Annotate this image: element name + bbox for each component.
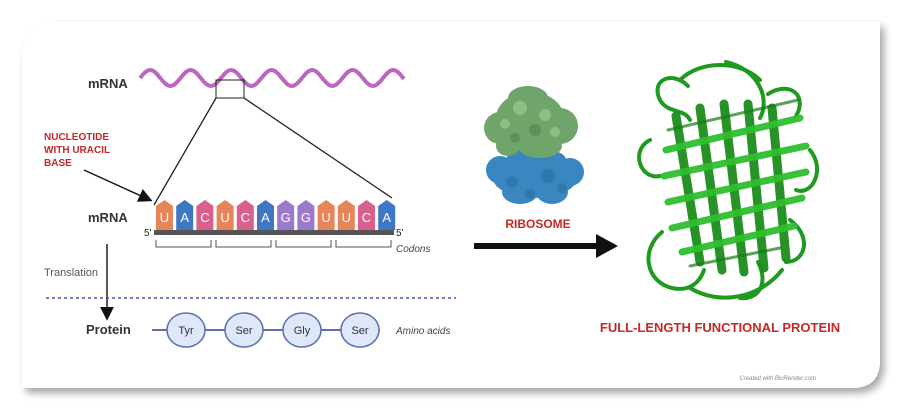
translation-label: Translation — [44, 267, 98, 279]
mrna-top-label: mRNA — [88, 76, 128, 91]
zoom-line-left — [153, 97, 217, 206]
mrna-backbone — [154, 230, 394, 235]
nucleotide-label-line3: BASE — [44, 158, 72, 169]
amino-acid-1: Tyr — [166, 312, 206, 348]
ribosome-label: RIBOSOME — [505, 217, 570, 231]
nucleotide-9: U — [317, 200, 335, 230]
nucleotide-base: A — [382, 210, 391, 225]
nucleotide-base: G — [301, 210, 311, 225]
codon-bracket — [335, 240, 392, 248]
nucleotide-base: C — [200, 210, 209, 225]
nucleotide-block — [337, 200, 355, 230]
nucleotide-block — [196, 200, 214, 230]
nucleotide-block — [358, 200, 375, 230]
nucleotide-block — [156, 200, 173, 230]
process-arrow-head — [596, 234, 618, 258]
protein-label: Protein — [86, 322, 131, 337]
codons-label: Codons — [396, 244, 430, 255]
amino-acid-bead — [282, 312, 322, 348]
amino-acid-bead — [340, 312, 380, 348]
mrna-wave — [138, 67, 406, 89]
nucleotide-6: A — [257, 200, 274, 230]
full-length-protein-label: FULL-LENGTH FUNCTIONAL PROTEIN — [600, 320, 840, 335]
nucleotide-arrow — [83, 169, 153, 202]
nucleotide-4: U — [216, 200, 234, 230]
nucleotide-block — [297, 200, 315, 230]
amino-acid-bead — [224, 312, 264, 348]
nucleotide-label-line1: NUCLEOTIDE — [44, 132, 109, 143]
nucleotide-base: U — [160, 210, 169, 225]
five-prime-right: 5' — [396, 228, 404, 239]
nucleotide-block — [257, 200, 274, 230]
nucleotide-block — [176, 200, 194, 230]
nucleotide-10: U — [337, 200, 355, 230]
nucleotide-base: C — [241, 210, 250, 225]
nucleotide-base: G — [281, 210, 291, 225]
nucleotide-7: G — [277, 200, 295, 230]
nucleotide-block — [378, 200, 396, 230]
amino-acid-name: Tyr — [178, 325, 194, 337]
nucleotide-block — [317, 200, 335, 230]
nucleotide-base: U — [321, 210, 330, 225]
nucleotide-3: C — [196, 200, 214, 230]
codon-bracket — [215, 240, 272, 248]
amino-acid-name: Ser — [235, 325, 252, 337]
amino-acid-name: Ser — [351, 325, 368, 337]
nucleotide-2: A — [176, 200, 194, 230]
nucleotide-block — [216, 200, 234, 230]
nucleotide-8: G — [297, 200, 315, 230]
five-prime-left: 5' — [144, 228, 152, 239]
zoom-box — [215, 79, 245, 99]
nucleotide-5: C — [236, 200, 254, 230]
mrna-strand-label: mRNA — [88, 210, 128, 225]
nucleotide-label-line2: WITH URACIL — [44, 145, 110, 156]
card-background — [22, 22, 880, 388]
nucleotide-11: C — [358, 200, 375, 230]
amino-acid-2: Ser — [224, 312, 264, 348]
nucleotide-1: U — [156, 200, 173, 230]
codon-bracket — [275, 240, 332, 248]
amino-acid-3: Gly — [282, 312, 322, 348]
codon-brackets — [155, 240, 392, 248]
amino-acid-name: Gly — [294, 325, 311, 337]
zoom-line-right — [243, 97, 393, 199]
nucleotide-base: A — [180, 210, 189, 225]
credit-text: Created with BioRender.com — [740, 376, 816, 382]
amino-acids-label: Amino acids — [395, 326, 450, 337]
nucleotide-block — [277, 200, 295, 230]
nucleotide-base: U — [342, 210, 351, 225]
amino-acid-4: Ser — [340, 312, 380, 348]
ribosome-icon — [484, 86, 584, 204]
nucleotide-base: U — [220, 210, 229, 225]
nucleotide-base: A — [261, 210, 270, 225]
amino-acid-chain: Tyr Ser Gly Ser — [166, 312, 380, 348]
protein-structure-icon — [637, 60, 820, 301]
nucleotide-base: C — [362, 210, 371, 225]
nucleotide-block — [236, 200, 254, 230]
nucleotide-12: A — [378, 200, 396, 230]
codon-bracket — [155, 240, 212, 248]
amino-acid-bead — [166, 312, 206, 348]
